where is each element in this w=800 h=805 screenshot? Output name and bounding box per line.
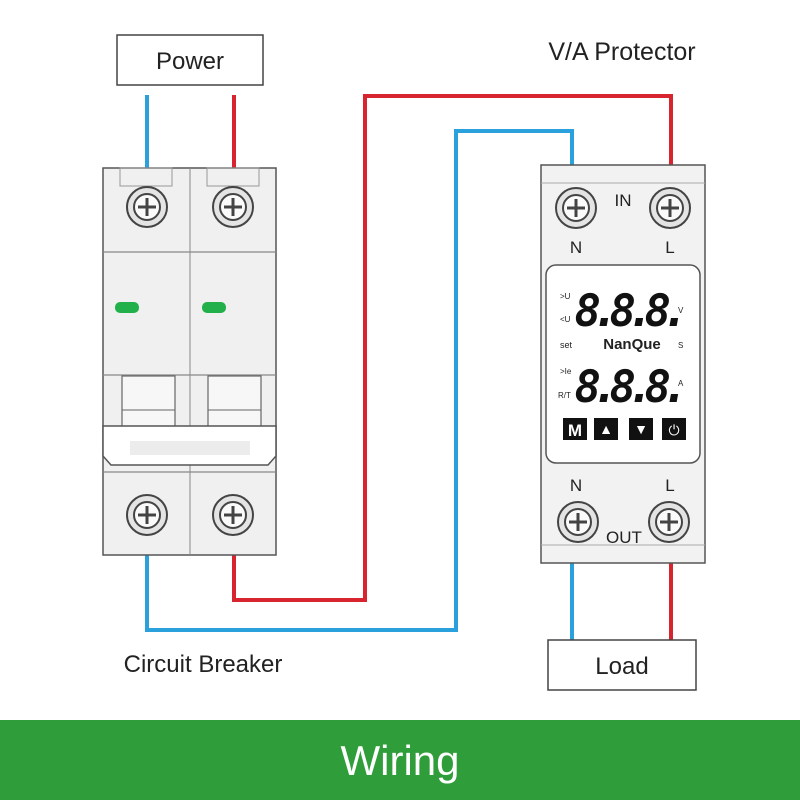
power-button[interactable]: ⏻ xyxy=(662,418,686,440)
under-voltage-label: <U xyxy=(560,315,571,324)
mode-button-label: M xyxy=(568,421,582,440)
up-arrow-icon: ▲ xyxy=(599,421,613,437)
protector-out-label: OUT xyxy=(606,528,642,547)
voltage-display: 8.8.8. xyxy=(575,286,680,337)
brand-label: NanQue xyxy=(603,336,661,353)
set-label: set xyxy=(560,340,573,350)
protector-top-n-label: N xyxy=(570,238,582,257)
breaker-caption: Circuit Breaker xyxy=(124,651,283,678)
va-protector: IN N L >U <U 8.8.8. V set NanQue S >Ie R… xyxy=(540,164,706,564)
protector-out-l-screw-icon xyxy=(648,501,690,543)
over-voltage-label: >U xyxy=(560,292,571,301)
down-button[interactable]: ▼ xyxy=(629,418,653,440)
breaker-top-left-screw-icon xyxy=(126,186,168,228)
breaker-top-right-screw-icon xyxy=(212,186,254,228)
current-display: 8.8.8. xyxy=(575,362,680,413)
protector-out-n-screw-icon xyxy=(557,501,599,543)
breaker-toggle-right[interactable] xyxy=(207,375,262,429)
rt-label: R/T xyxy=(558,391,571,400)
banner-title: Wiring xyxy=(340,737,459,784)
breaker-bottom-right-screw-icon xyxy=(212,494,254,536)
over-current-label: >Ie xyxy=(560,367,572,376)
unit-a-label: A xyxy=(678,379,684,388)
protector-title: V/A Protector xyxy=(548,38,695,66)
load-box: Load xyxy=(547,639,697,691)
unit-v-label: V xyxy=(678,306,684,315)
power-box: Power xyxy=(116,34,264,86)
wiring xyxy=(145,94,673,640)
breaker-neutral-to-protector-wire xyxy=(145,129,574,632)
power-label: Power xyxy=(156,48,224,75)
breaker-toggle-left[interactable] xyxy=(121,375,176,429)
mode-button[interactable]: M xyxy=(563,418,587,440)
breaker-indicator-left xyxy=(115,302,139,313)
unit-s-label: S xyxy=(678,341,683,350)
protector-in-label: IN xyxy=(615,191,632,210)
protector-bottom-n-label: N xyxy=(570,476,582,495)
breaker-indicator-right xyxy=(202,302,226,313)
breaker-live-to-protector-wire xyxy=(232,94,673,602)
protector-bottom-l-label: L xyxy=(665,476,674,495)
down-arrow-icon: ▼ xyxy=(634,421,648,437)
protector-in-n-screw-icon xyxy=(555,187,597,229)
power-icon: ⏻ xyxy=(668,422,679,438)
wiring-banner: Wiring xyxy=(0,720,800,800)
circuit-breaker xyxy=(102,167,277,556)
protector-in-l-screw-icon xyxy=(649,187,691,229)
up-button[interactable]: ▲ xyxy=(594,418,618,440)
load-label: Load xyxy=(595,653,648,680)
breaker-bottom-left-screw-icon xyxy=(126,494,168,536)
protector-top-l-label: L xyxy=(665,238,674,257)
protector-display-panel xyxy=(545,264,701,464)
